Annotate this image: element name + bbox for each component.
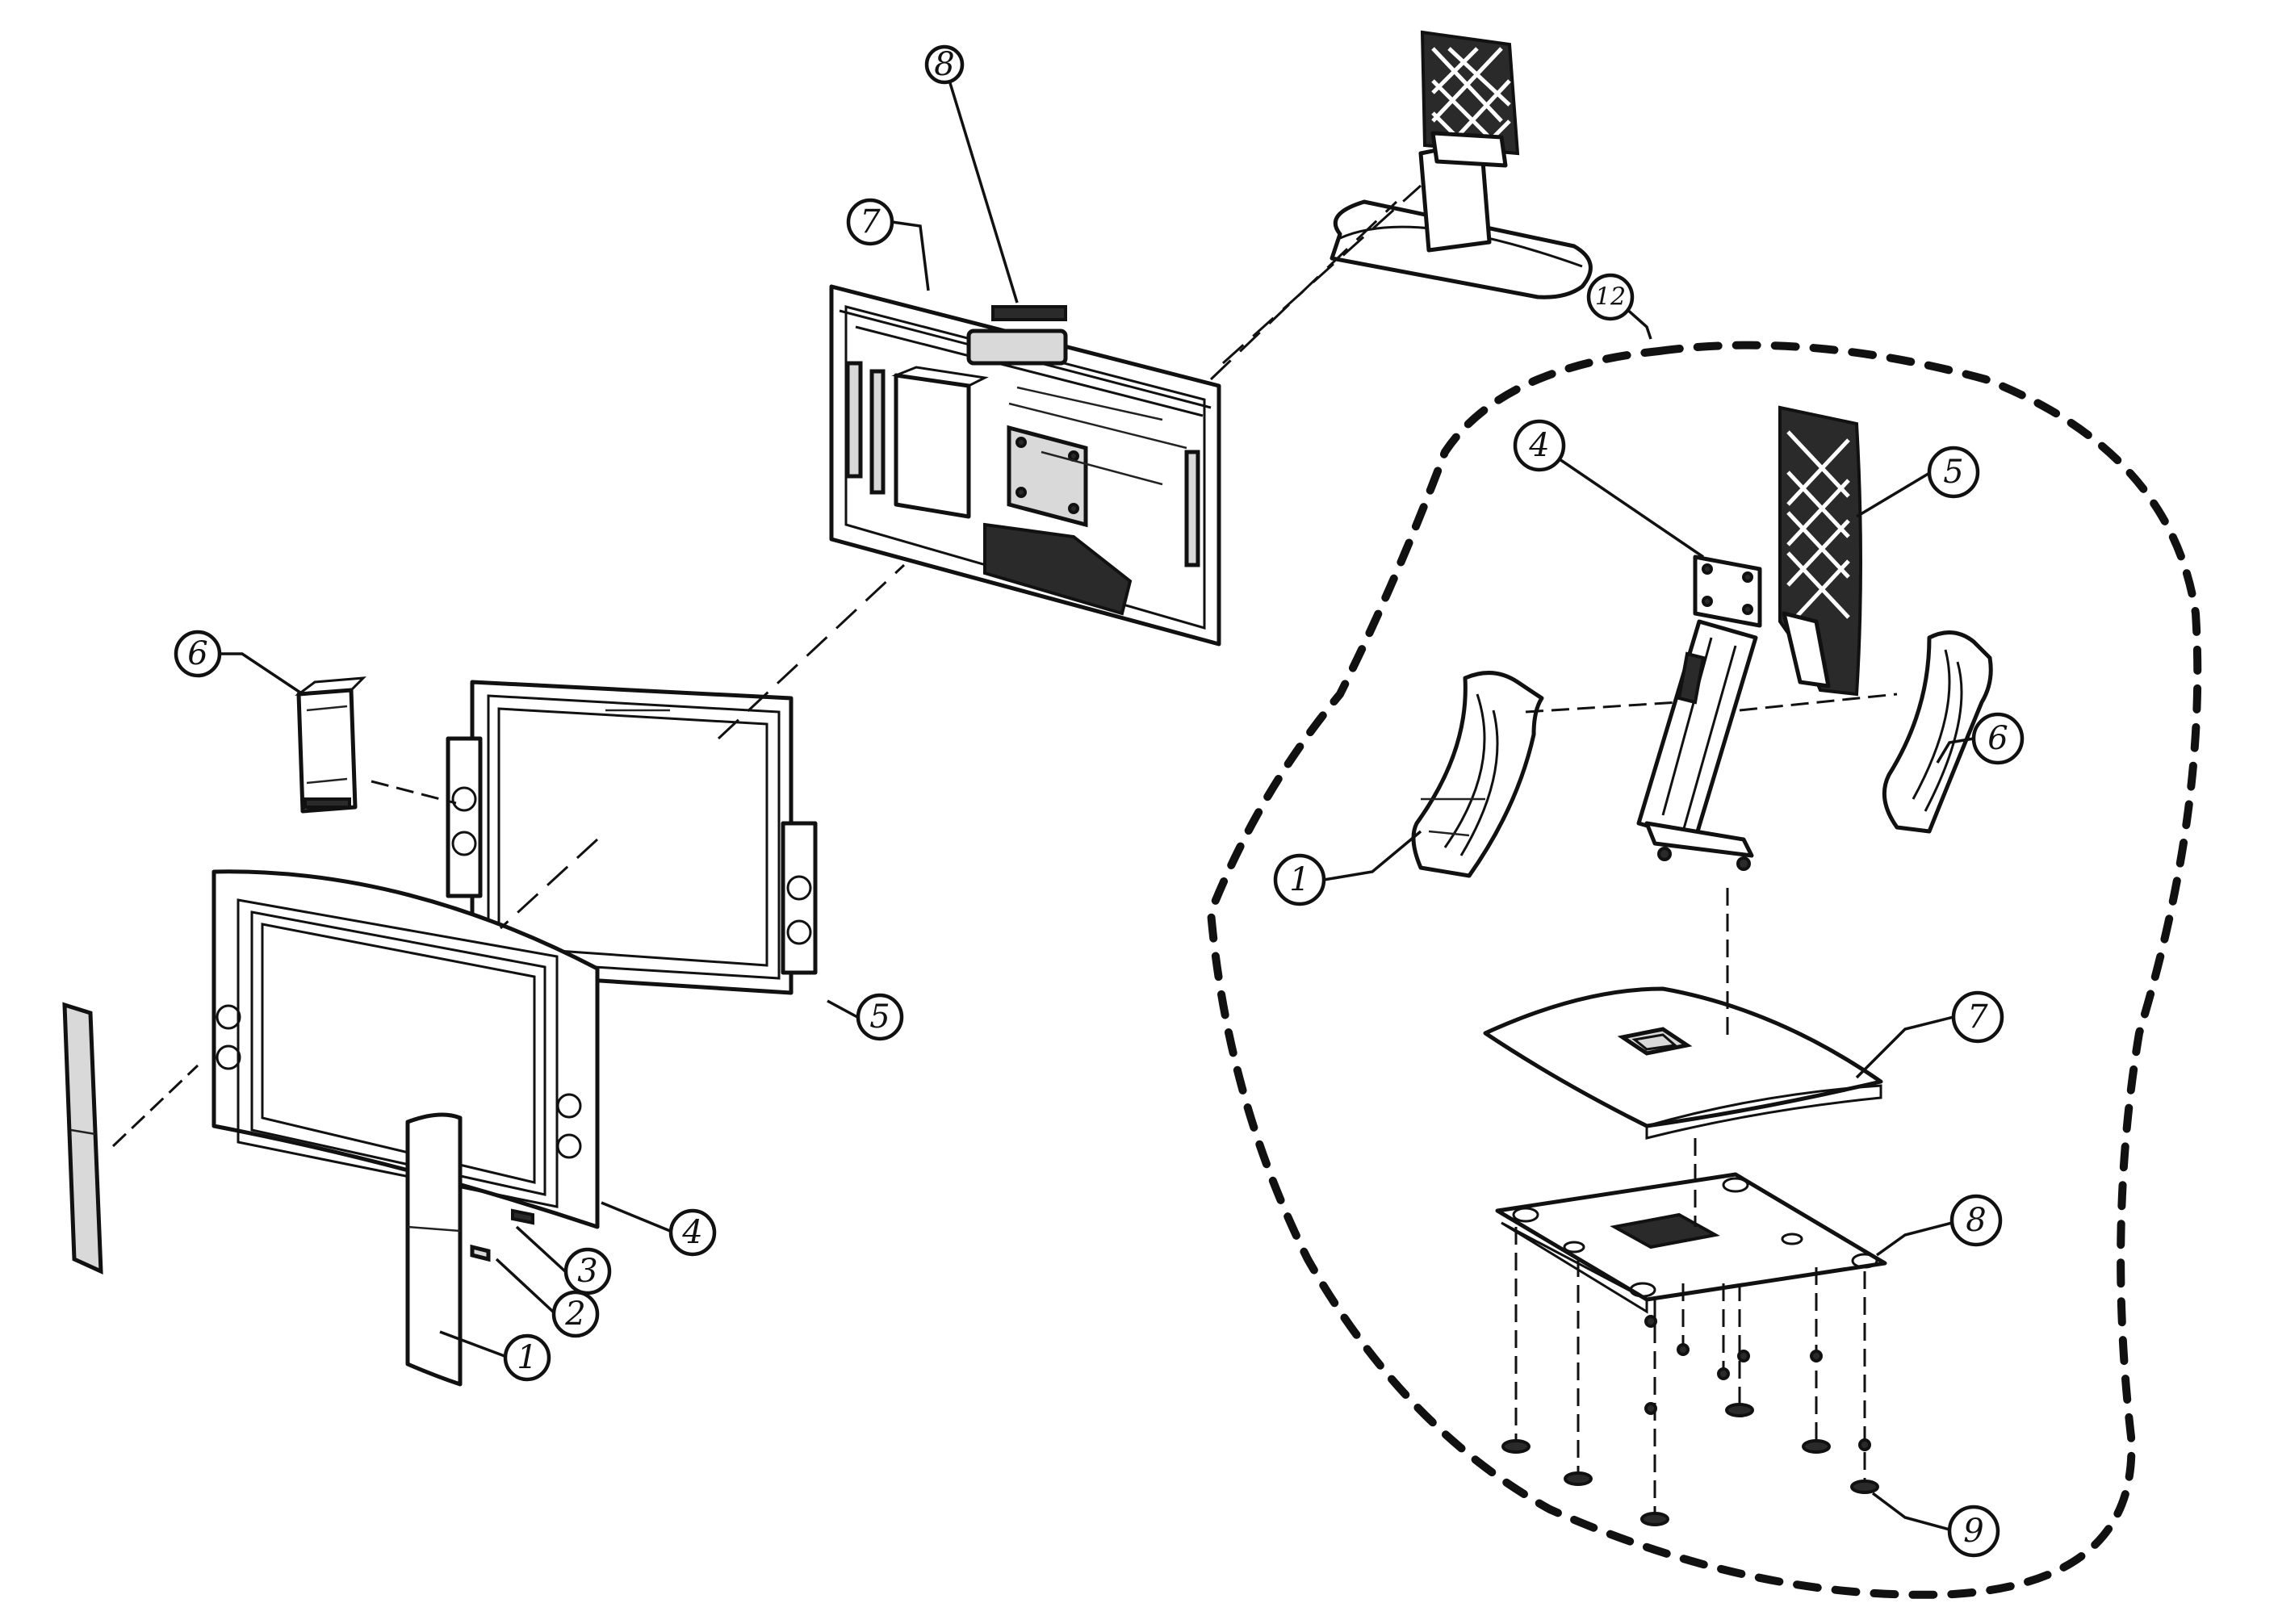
svg-text:1: 1 (1289, 861, 1309, 898)
callout-tv-back-cover-7: 7 (846, 198, 894, 246)
stand-base-plate-part (1495, 1172, 1887, 1314)
tv-assembly-lines (111, 184, 1422, 1148)
lcd-panel-part (446, 680, 818, 995)
back-cover-part (829, 284, 1221, 647)
callout-tv-front-cabinet-4: 4 (668, 1208, 717, 1257)
callout-tv-button-2: 2 (551, 1290, 600, 1338)
svg-text:4: 4 (681, 1214, 702, 1251)
stand-cover-left-part (1411, 671, 1544, 878)
svg-text:8: 8 (934, 46, 954, 83)
stand-base-cover-part (1483, 986, 1883, 1140)
sensor-part (511, 1208, 534, 1225)
callout-tv-stand-assembly-12: 12 (1586, 273, 1635, 321)
callout-stand-cover-left-1: 1 (1273, 853, 1326, 906)
stand-neck-part (1636, 555, 1762, 871)
callout-tv-sensor-3: 3 (563, 1247, 612, 1295)
front-bezel-part (405, 1112, 463, 1387)
callout-tv-terminal-8: 8 (924, 44, 965, 85)
tv-leader-lines (218, 64, 1652, 1358)
svg-text:7: 7 (860, 203, 881, 241)
stand-back-cover-part (1778, 405, 1862, 697)
stand-assembly-lines (1525, 693, 1898, 1227)
callout-stand-feet-9: 9 (1947, 1505, 2000, 1558)
callout-stand-back-cover-5: 5 (1927, 446, 1980, 499)
svg-text:4: 4 (1528, 427, 1549, 464)
stand-cover-right-part (1882, 630, 1993, 834)
callout-stand-base-plate-8: 8 (1949, 1194, 2003, 1247)
svg-text:6: 6 (1987, 720, 2008, 757)
callout-tv-board-6: 6 (174, 630, 222, 678)
stand-leader-lines (1323, 444, 1974, 1531)
svg-text:1: 1 (517, 1339, 537, 1376)
svg-text:2: 2 (564, 1295, 585, 1333)
button-part (470, 1244, 491, 1262)
stand-feet-part (1501, 1227, 1879, 1526)
svg-text:3: 3 (577, 1253, 597, 1290)
front-cabinet-part (211, 869, 600, 1229)
callout-tv-speaker-5: 5 (856, 993, 904, 1041)
callout-stand-base-cover-7: 7 (1951, 990, 2004, 1044)
svg-text:6: 6 (187, 635, 207, 672)
svg-text:8: 8 (1966, 1202, 1986, 1239)
board-part (294, 676, 366, 814)
svg-text:7: 7 (1967, 998, 1988, 1036)
svg-text:5: 5 (869, 998, 890, 1036)
stand-assembly-boundary (1206, 341, 2202, 1599)
callout-tv-front-bezel-1: 1 (503, 1333, 551, 1382)
side-grille-part (62, 1002, 103, 1275)
stand-neck-top-part (1330, 30, 1593, 299)
callout-stand-neck-4: 4 (1513, 419, 1566, 472)
svg-text:5: 5 (1943, 454, 1963, 491)
callout-stand-cover-right-6: 6 (1971, 712, 2025, 765)
svg-text:12: 12 (1595, 283, 1626, 312)
svg-text:9: 9 (1963, 1513, 1983, 1550)
